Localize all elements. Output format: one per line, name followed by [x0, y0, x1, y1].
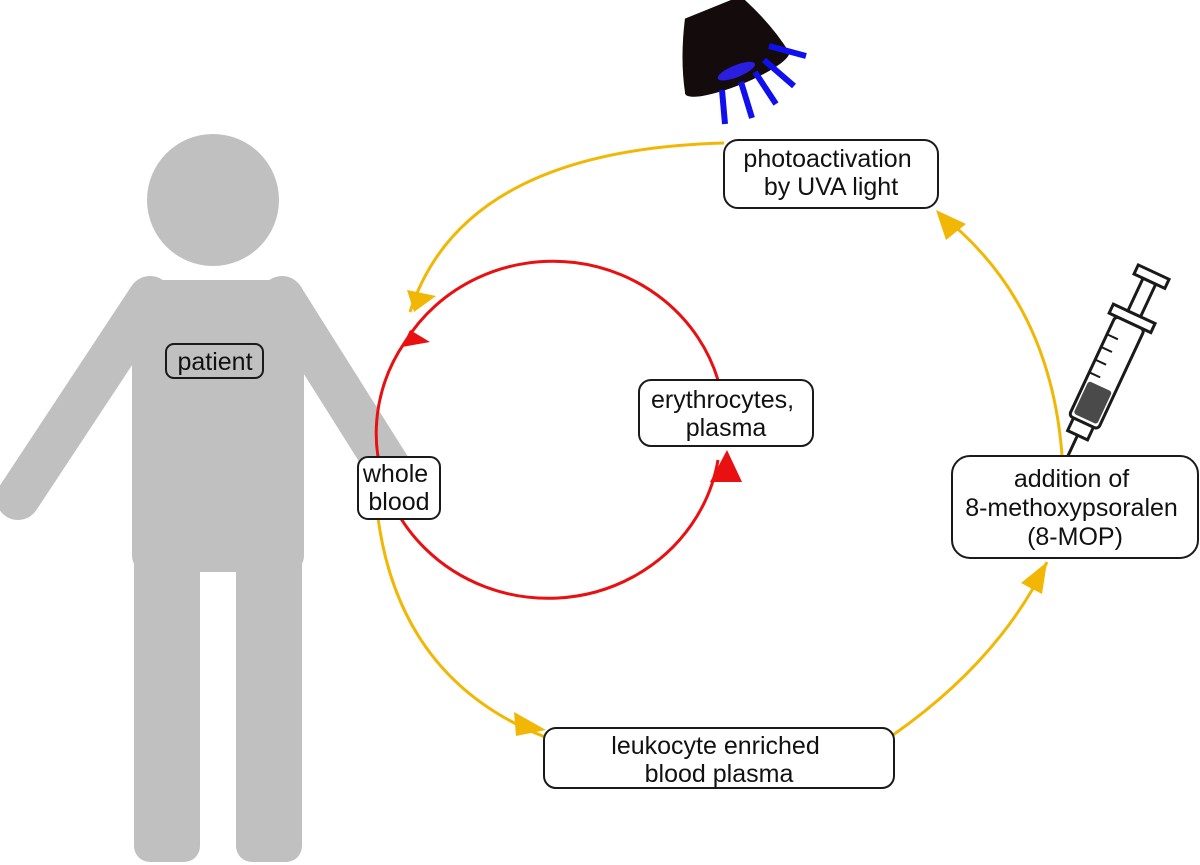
uv-lamp-icon — [682, 0, 790, 97]
addition-line-3: (8-MOP) — [1027, 523, 1123, 551]
leukocyte-node-box — [543, 727, 895, 789]
photoactivation-node-box — [723, 139, 939, 209]
orange-arrowhead-leukocyte — [514, 712, 546, 736]
photoactivation-line-1: photoactivation — [743, 145, 911, 173]
whole-blood-node: whole blood — [357, 456, 441, 520]
red-cycle — [374, 259, 720, 600]
addition-line-2: 8-methoxypsoralen — [965, 494, 1178, 522]
patient-node-box — [165, 343, 264, 379]
person-silhouette-icon — [0, 134, 430, 862]
orange-cycle — [376, 141, 1064, 739]
red-arrowhead-left — [402, 330, 430, 347]
addition-node-box — [951, 455, 1199, 559]
leukocyte-node: leukocyte enriched blood plasma — [543, 727, 895, 789]
orange-arrowhead-photo — [936, 210, 966, 240]
leukocyte-line-1: leukocyte enriched — [611, 732, 819, 760]
red-cycle-arc-right — [403, 259, 720, 381]
erythrocytes-node-box — [638, 379, 814, 447]
erythrocytes-line-2: plasma — [686, 414, 767, 442]
syringe-icon — [1061, 262, 1172, 467]
patient-label: patient — [177, 348, 252, 376]
svg-text:photoactivation by UVA l: photoactivation by UVA light — [743, 145, 918, 201]
svg-text:erythrocytes, plasma: erythrocytes, plasma — [651, 386, 801, 442]
addition-line-1: addition of — [1014, 465, 1129, 493]
orange-photo-to-blood — [408, 141, 725, 313]
erythrocytes-line-1: erythrocytes, — [651, 386, 794, 414]
leukocyte-line-2: blood plasma — [645, 760, 794, 788]
erythrocytes-node: erythrocytes, plasma — [638, 379, 814, 447]
orange-arrowhead-addition — [1021, 562, 1047, 594]
patient-node: patient — [165, 343, 264, 379]
whole-blood-line-2: blood — [368, 488, 429, 516]
photoactivation-node: photoactivation by UVA light — [723, 139, 939, 209]
photoactivation-line-2: by UVA light — [764, 173, 898, 201]
red-arrowhead-right — [710, 450, 742, 482]
whole-blood-line-1: whole — [362, 460, 428, 488]
uv-light-rays — [719, 43, 807, 125]
orange-leukocyte-to-addition — [892, 561, 1049, 737]
orange-arrowhead-blood — [407, 290, 436, 312]
svg-text:whole blood: whole blood — [362, 460, 435, 516]
svg-text:patient: patient — [177, 348, 252, 376]
red-cycle-arc-left — [374, 341, 720, 600]
orange-blood-to-leukocyte — [376, 517, 546, 739]
svg-text:addition of 8-methoxypso: addition of 8-methoxypsoralen (8-MOP) — [965, 465, 1185, 551]
orange-addition-to-photo — [939, 212, 1064, 456]
svg-text:leukocyte enriched blood: leukocyte enriched blood plasma — [611, 732, 826, 788]
whole-blood-node-box — [357, 456, 441, 520]
addition-node: addition of 8-methoxypsoralen (8-MOP) — [951, 455, 1199, 559]
